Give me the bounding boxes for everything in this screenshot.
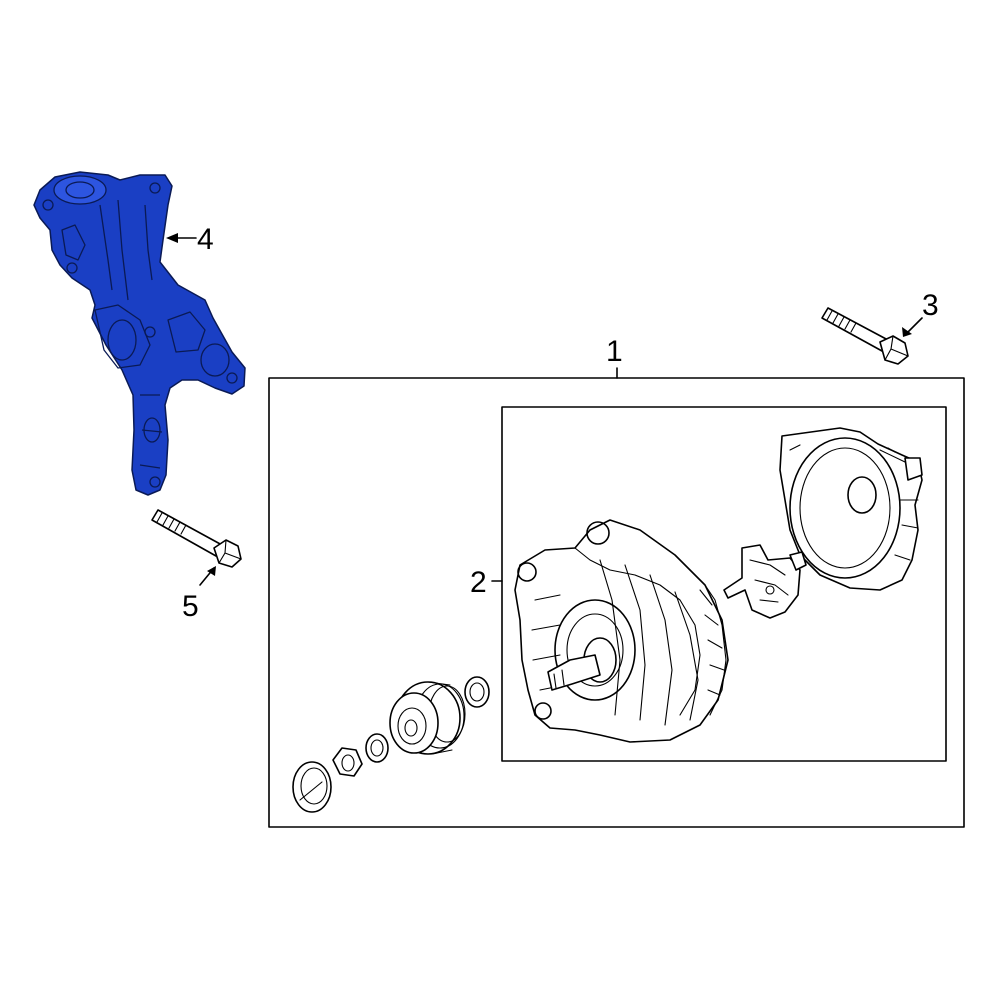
voltage-regulator[interactable]	[723, 544, 807, 619]
rear-cover[interactable]	[779, 427, 923, 591]
subassembly-frame	[501, 406, 947, 762]
alternator-bracket-highlighted[interactable]	[33, 171, 246, 496]
alternator-pulley[interactable]	[389, 681, 466, 755]
pulley-nut[interactable]	[332, 747, 363, 777]
callout-2[interactable]: 2	[470, 566, 487, 599]
spacer-washer[interactable]	[464, 676, 490, 708]
alternator-body[interactable]	[514, 519, 729, 743]
pulley-cap[interactable]	[292, 761, 332, 813]
callout-4[interactable]: 4	[197, 223, 214, 256]
bolt-upper-right[interactable]	[821, 307, 909, 365]
lock-washer[interactable]	[365, 733, 389, 763]
callout-1[interactable]: 1	[606, 335, 623, 368]
callout-3[interactable]: 3	[922, 289, 939, 322]
callout-5[interactable]: 5	[182, 590, 199, 623]
bolt-lower-left[interactable]	[151, 509, 242, 568]
